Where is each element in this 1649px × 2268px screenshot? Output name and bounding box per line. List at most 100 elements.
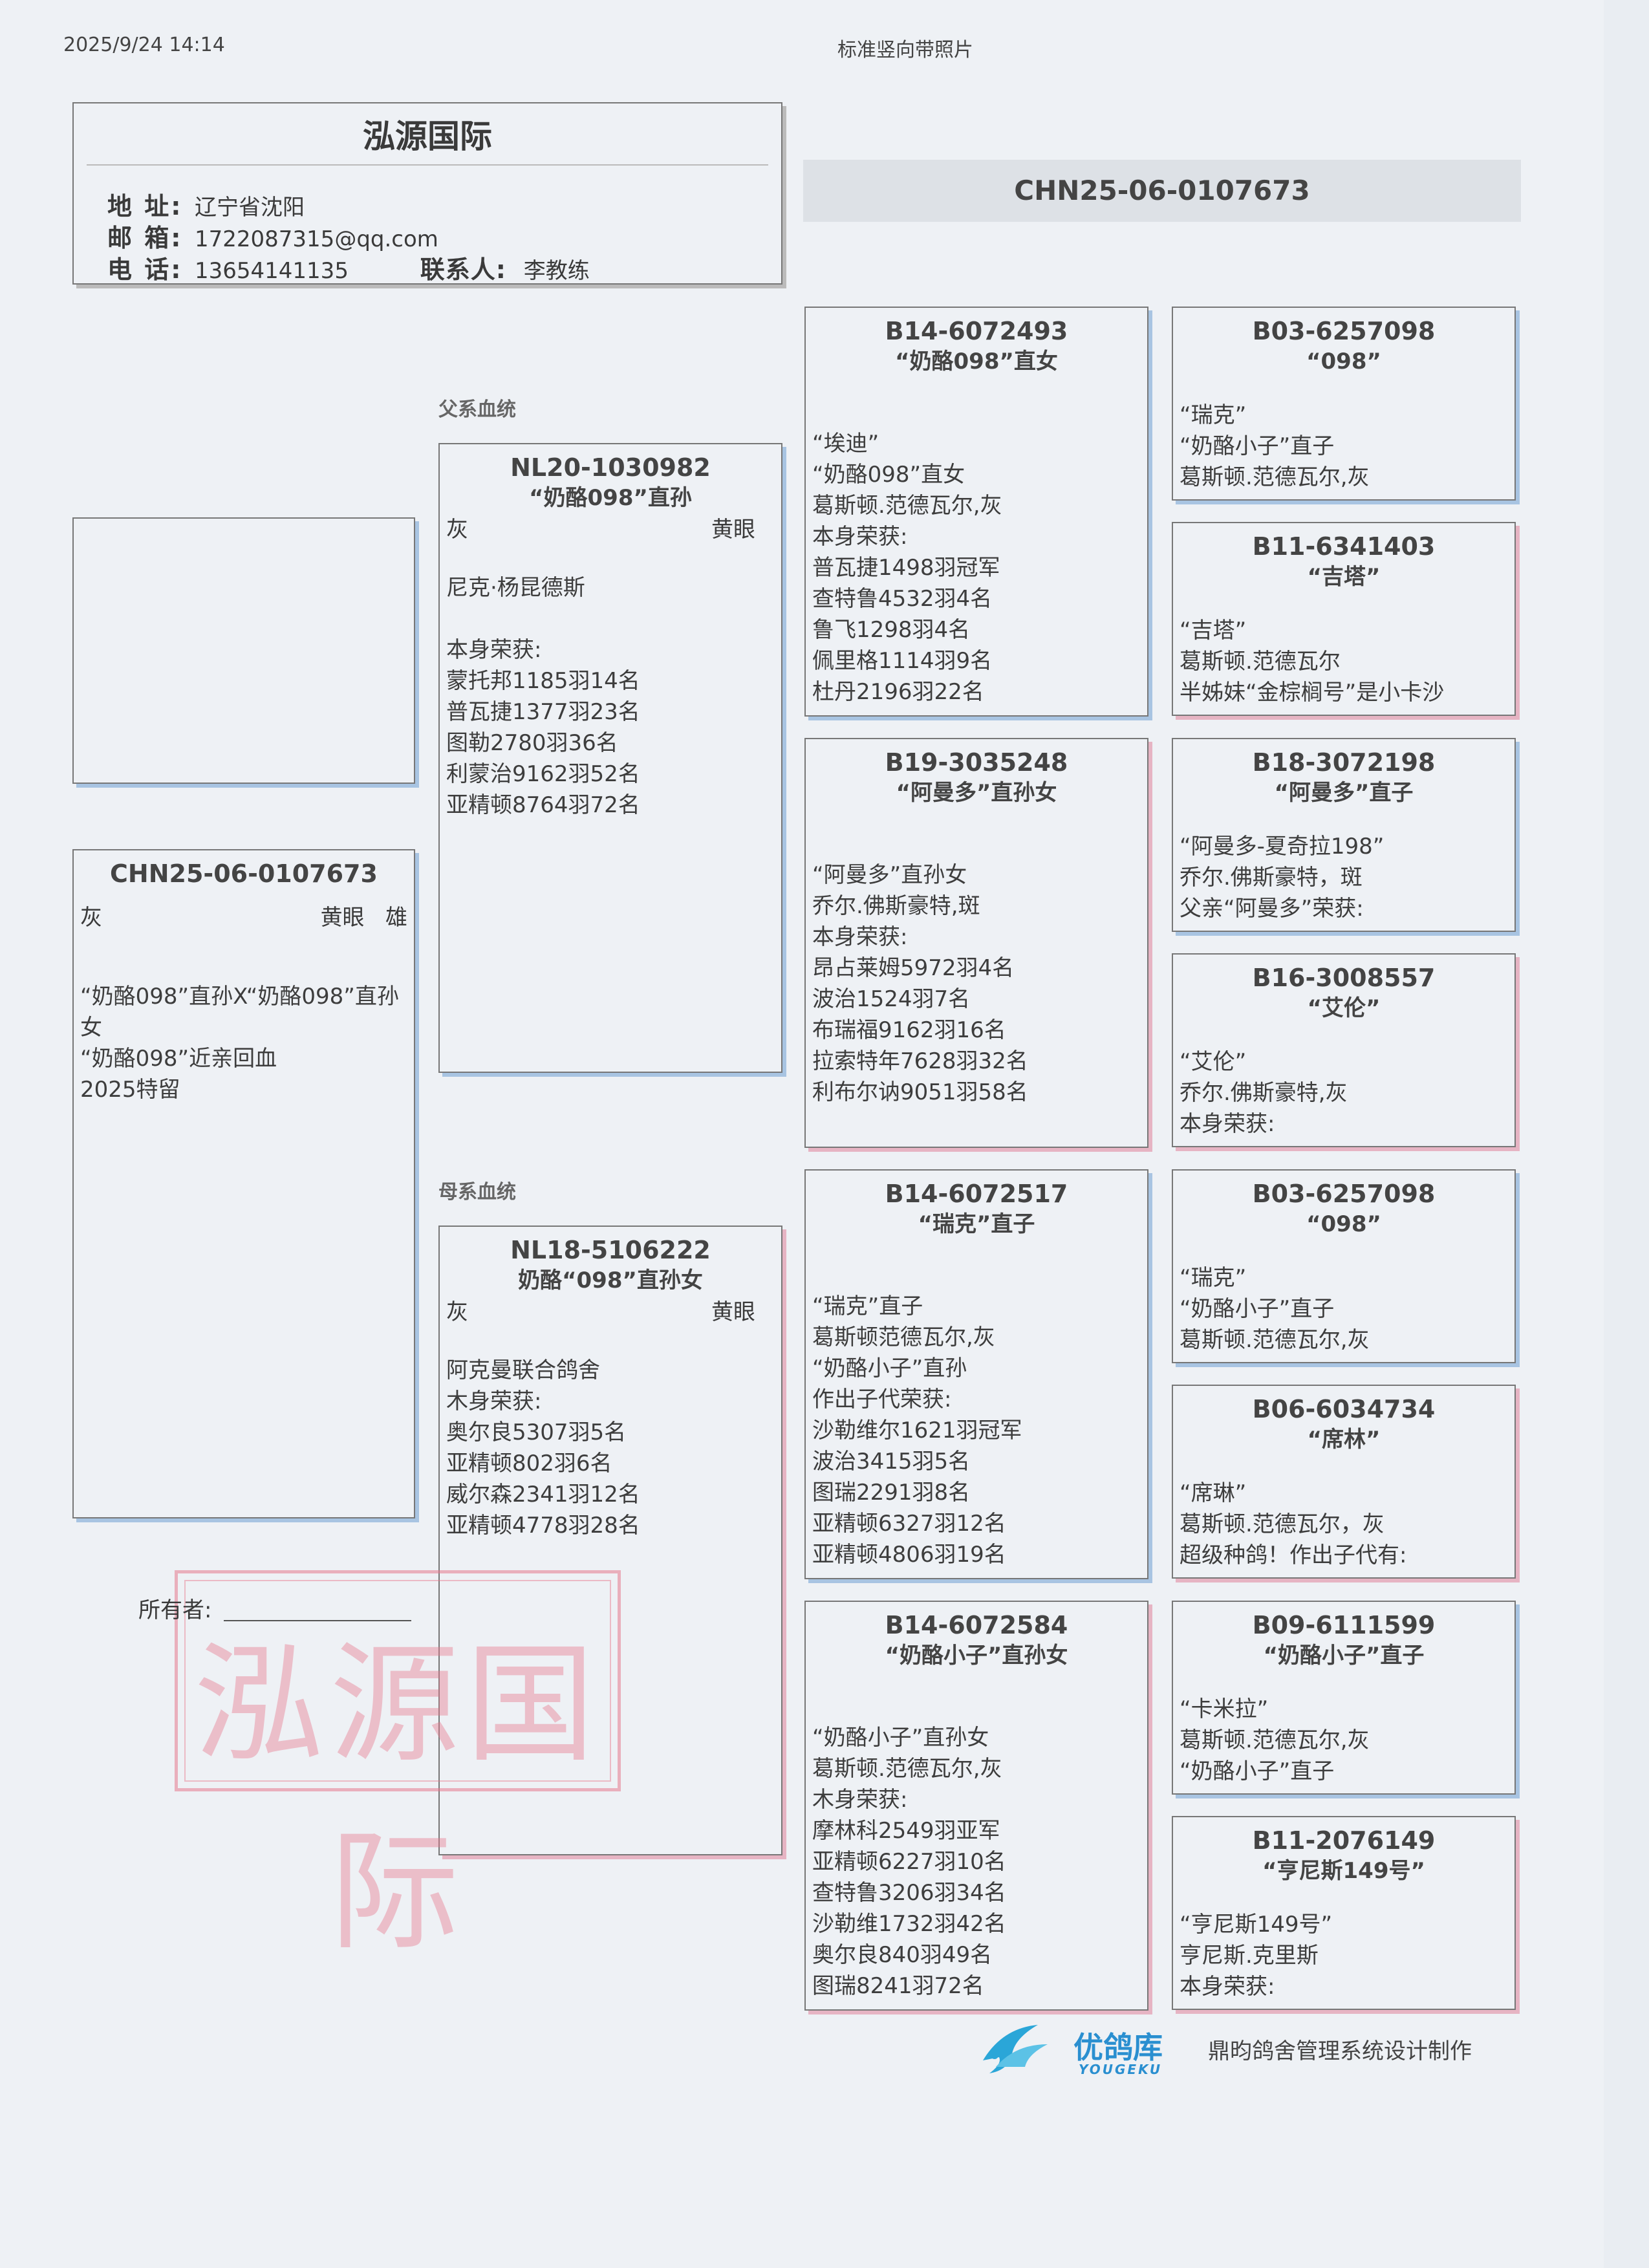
great-grandparent-card: B03-6257098 “098” “瑞克” “奶酪小子”直子 葛斯顿.范德瓦尔… [1172, 307, 1516, 501]
gp-note: 亚精顿6227羽10名 [812, 1849, 1006, 1875]
gp-nickname: “奶酪小子”直孙女 [885, 1643, 1068, 1669]
gp-ring: B14-6072493 [885, 317, 1068, 345]
gp-note: 葛斯顿.范德瓦尔,灰 [812, 1756, 1002, 1782]
ggp-nickname: “吉塔” [1307, 564, 1381, 590]
ggp-note: 本身荣获: [1180, 1974, 1275, 2000]
main-ring-number: CHN25-06-0107673 [803, 160, 1521, 222]
ggp-ring: B03-6257098 [1252, 1180, 1436, 1208]
great-grandparent-card: B11-2076149 “亨尼斯149号” “亨尼斯149号” 亨尼斯.克里斯 … [1172, 1816, 1516, 2010]
subject-note: “奶酪098”直孙X“奶酪098”直孙 [80, 984, 399, 1010]
system-credit: 鼎昀鸽舍管理系统设计制作 [1208, 2038, 1472, 2064]
dam-notes: 阿克曼联合鸽舍 木身荣获: 奥尔良5307羽5名 亚精顿802羽6名 威尔森23… [440, 1355, 781, 1541]
gp-note: 昂占莱姆5972羽4名 [812, 955, 1015, 981]
ggp-ring: B09-6111599 [1252, 1611, 1436, 1639]
breeder-name: 泓源国际 [363, 118, 492, 155]
ggp-ring: B16-3008557 [1252, 964, 1436, 992]
ggp-nickname: “席林” [1307, 1427, 1381, 1453]
grandparent-card: B14-6072517 “瑞克”直子 “瑞克”直子 葛斯顿范德瓦尔,灰 “奶酪小… [804, 1169, 1148, 1579]
dam-note: 木身荣获: [446, 1388, 542, 1414]
subject-note: 2025特留 [80, 1077, 180, 1103]
owner-signature-line [224, 1620, 411, 1621]
subject-notes: “奶酪098”直孙X“奶酪098”直孙 女 “奶酪098”近亲回血 2025特留 [74, 981, 414, 1105]
email-value: 1722087315@qq.com [195, 226, 438, 252]
gp-note: 木身荣获: [812, 1787, 908, 1813]
phone-label: 电 话: [107, 255, 183, 284]
subject-note: 女 [80, 1015, 102, 1041]
gp-note: “埃迪” [812, 431, 879, 457]
ggp-note: “吉塔” [1180, 618, 1247, 643]
sire-note: 利蒙治9162羽52名 [446, 761, 640, 787]
pigeon-photo-frame [72, 517, 415, 784]
gp-note: 查特鲁4532羽4名 [812, 586, 993, 612]
email-row: 邮 箱:1722087315@qq.com [107, 218, 438, 254]
gp-notes: “瑞克”直子 葛斯顿范德瓦尔,灰 “奶酪小子”直孙 作出子代荣获: 沙勒维尔16… [806, 1291, 1147, 1570]
gp-note: “奶酪098”直女 [812, 462, 965, 488]
ggp-note: 葛斯顿.范德瓦尔，灰 [1180, 1511, 1385, 1537]
ggp-note: 超级种鸽！作出子代有: [1180, 1542, 1407, 1568]
dam-traits: 灰 黄眼 [440, 1295, 781, 1329]
sire-notes: 尼克·杨昆德斯 本身荣获: 蒙托邦1185羽14名 普瓦捷1377羽23名 图勒… [440, 572, 781, 821]
ggp-note: 乔尔.佛斯豪特，斑 [1180, 865, 1363, 891]
sire-note [446, 603, 775, 634]
youge-logo-icon [983, 2025, 1048, 2073]
ggp-note: “奶酪小子”直子 [1180, 1296, 1335, 1322]
great-grandparent-card: B16-3008557 “艾伦” “艾伦” 乔尔.佛斯豪特,灰 本身荣获: [1172, 953, 1516, 1147]
gp-ring: B14-6072584 [885, 1611, 1068, 1639]
sire-note: 蒙托邦1185羽14名 [446, 668, 640, 694]
gp-note: 拉索特年7628羽32名 [812, 1048, 1028, 1074]
gp-notes: “奶酪小子”直孙女 葛斯顿.范德瓦尔,灰 木身荣获: 摩林科2549羽亚军 亚精… [806, 1722, 1147, 2002]
divider [87, 164, 768, 166]
great-grandparent-card: B11-6341403 “吉塔” “吉塔” 葛斯顿.范德瓦尔 半姊妹“金棕榈号”… [1172, 522, 1516, 716]
dam-section-label: 母系血统 [438, 1181, 516, 1204]
great-grandparent-card: B09-6111599 “奶酪小子”直子 “卡米拉” 葛斯顿.范德瓦尔,灰 “奶… [1172, 1601, 1516, 1795]
address-label: 地 址: [107, 192, 183, 221]
dam-note: 威尔森2341羽12名 [446, 1482, 640, 1507]
print-datetime: 2025/9/24 14:14 [63, 34, 225, 56]
ggp-notes: “吉塔” 葛斯顿.范德瓦尔 半姊妹“金棕榈号”是小卡沙 [1173, 615, 1514, 708]
sire-note: 尼克·杨昆德斯 [446, 575, 585, 601]
breeder-card: 泓源国际 地 址: 辽宁省沈阳 邮 箱:1722087315@qq.com 电 话… [72, 102, 782, 285]
ggp-note: 葛斯顿.范德瓦尔,灰 [1180, 464, 1370, 490]
gp-note: “阿曼多”直孙女 [812, 862, 967, 888]
subject-ring: CHN25-06-0107673 [110, 859, 378, 888]
ggp-note: 葛斯顿.范德瓦尔 [1180, 649, 1341, 675]
address-value: 辽宁省沈阳 [195, 195, 305, 221]
ggp-note: “阿曼多-夏奇拉198” [1180, 834, 1385, 859]
ggp-note: 本身荣获: [1180, 1111, 1275, 1137]
sire-note: 本身荣获: [446, 637, 542, 663]
gp-nickname: “阿曼多”直孙女 [896, 780, 1057, 806]
gp-note: 佩里格1114羽9名 [812, 648, 993, 674]
subject-traits: 灰 黄眼 雄 [74, 901, 414, 934]
brand-name-en: YOUGEKU [1079, 2062, 1163, 2077]
gp-note: “奶酪小子”直孙 [812, 1355, 967, 1381]
dam-note: 阿克曼联合鸽舍 [446, 1357, 600, 1383]
ggp-note: 父亲“阿曼多”荣获: [1180, 896, 1364, 922]
ggp-ring: B11-2076149 [1252, 1826, 1436, 1855]
gp-note: 本身荣获: [812, 524, 908, 550]
grandparent-card: B14-6072584 “奶酪小子”直孙女 “奶酪小子”直孙女 葛斯顿.范德瓦尔… [804, 1601, 1148, 2011]
sire-note: 亚精顿8764羽72名 [446, 792, 640, 818]
gp-note: 图瑞8241羽72名 [812, 1973, 984, 1999]
ggp-ring: B11-6341403 [1252, 532, 1436, 561]
great-grandparent-card: B18-3072198 “阿曼多”直子 “阿曼多-夏奇拉198” 乔尔.佛斯豪特… [1172, 738, 1516, 932]
gp-note: 沙勒维尔1621羽冠军 [812, 1418, 1022, 1443]
ggp-ring: B03-6257098 [1252, 317, 1436, 345]
gp-notes: “阿曼多”直孙女 乔尔.佛斯豪特,斑 本身荣获: 昂占莱姆5972羽4名 波治1… [806, 859, 1147, 1108]
ggp-note: 葛斯顿.范德瓦尔,灰 [1180, 1727, 1370, 1753]
document-title: 标准竖向带照片 [837, 39, 973, 61]
sire-traits: 灰 黄眼 [440, 513, 781, 546]
ggp-notes: “瑞克” “奶酪小子”直子 葛斯顿.范德瓦尔,灰 [1173, 400, 1514, 493]
dam-ring: NL18-5106222 [510, 1236, 711, 1264]
dam-note: 亚精顿4778羽28名 [446, 1513, 640, 1539]
ggp-notes: “亨尼斯149号” 亨尼斯.克里斯 本身荣获: [1173, 1909, 1514, 2002]
gp-note: 葛斯顿范德瓦尔,灰 [812, 1324, 995, 1350]
ggp-nickname: “艾伦” [1307, 995, 1381, 1021]
grandparent-card: B14-6072493 “奶酪098”直女 “埃迪” “奶酪098”直女 葛斯顿… [804, 307, 1148, 717]
subject-eye: 黄眼 [320, 905, 365, 931]
address-row: 地 址: 辽宁省沈阳 [107, 186, 305, 222]
gp-notes: “埃迪” “奶酪098”直女 葛斯顿.范德瓦尔,灰 本身荣获: 普瓦捷1498羽… [806, 428, 1147, 707]
gp-note: 普瓦捷1498羽冠军 [812, 555, 1000, 581]
phone-row: 电 话:13654141135 联系人:李教练 [107, 250, 590, 284]
gp-note: 乔尔.佛斯豪特,斑 [812, 893, 980, 919]
ggp-note: 葛斯顿.范德瓦尔,灰 [1180, 1327, 1370, 1353]
